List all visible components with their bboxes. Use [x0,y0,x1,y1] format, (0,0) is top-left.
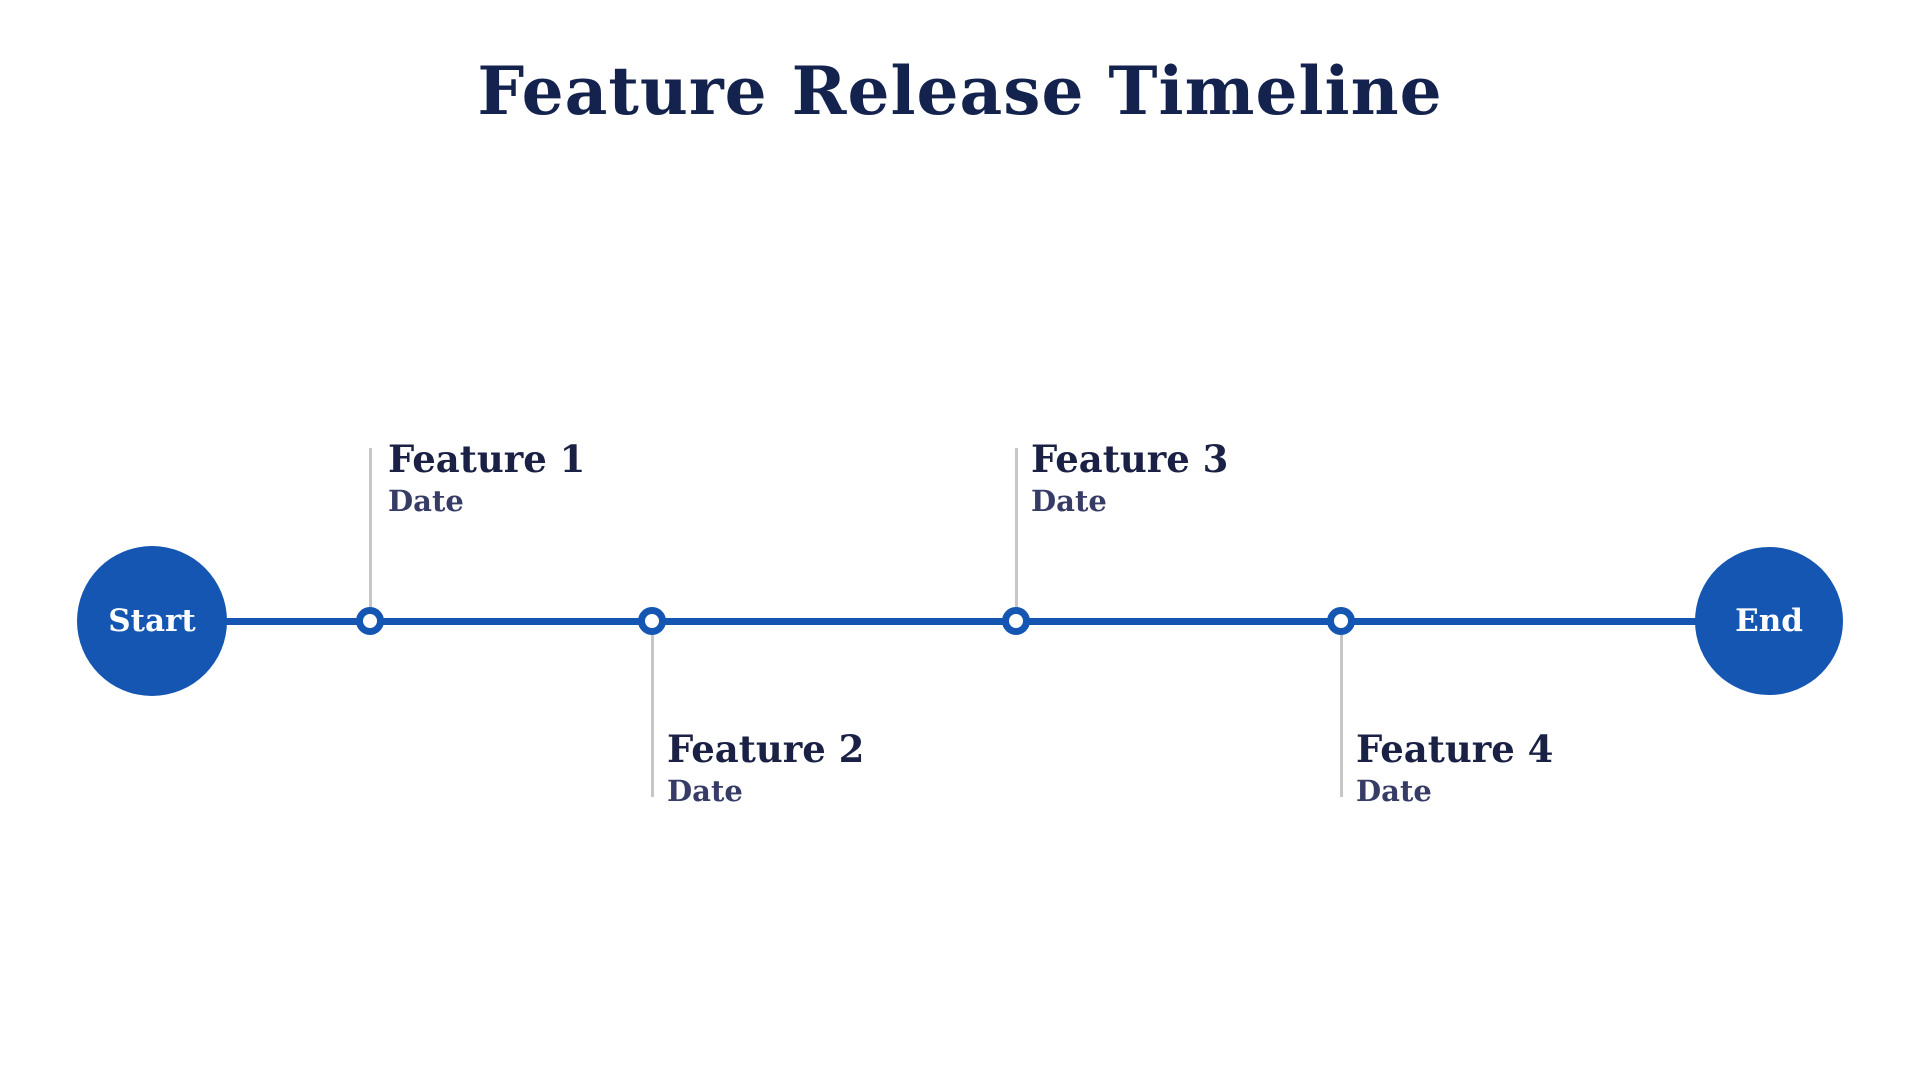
start-label: Start [108,603,196,639]
start-circle: Start [77,546,227,696]
connector-line-feature-3 [1015,448,1018,608]
milestone-title: Feature 1 [388,437,586,481]
milestone-node-feature-4 [1327,607,1355,635]
milestone-node-feature-1 [356,607,384,635]
milestone-title: Feature 4 [1356,727,1554,771]
milestone-title: Feature 3 [1031,437,1229,481]
timeline-axis-line [152,618,1769,625]
milestone-node-feature-2 [638,607,666,635]
milestone-label-feature-3: Feature 3 Date [1031,436,1228,519]
connector-line-feature-4 [1340,635,1343,797]
connector-line-feature-2 [651,635,654,797]
end-label: End [1735,603,1803,639]
milestone-node-feature-3 [1002,607,1030,635]
milestone-label-feature-2: Feature 2 Date [667,726,864,809]
end-circle: End [1695,547,1843,695]
milestone-label-feature-1: Feature 1 Date [388,436,585,519]
milestone-date: Date [667,774,743,809]
milestone-title: Feature 2 [667,727,865,771]
page-title: Feature Release Timeline [477,52,1443,130]
milestone-date: Date [1356,774,1432,809]
connector-line-feature-1 [369,448,372,608]
milestone-date: Date [1031,484,1107,519]
milestone-label-feature-4: Feature 4 Date [1356,726,1553,809]
milestone-date: Date [388,484,464,519]
